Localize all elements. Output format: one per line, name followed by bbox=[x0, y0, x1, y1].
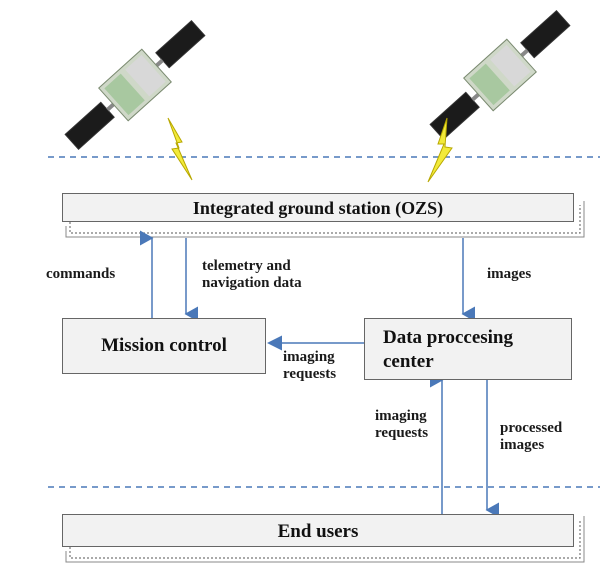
mission-control-box: Mission control bbox=[62, 318, 266, 374]
ground-station-box: Integrated ground station (OZS) bbox=[62, 193, 574, 222]
end-users-box: End users bbox=[62, 514, 574, 547]
end-users-shadow bbox=[69, 520, 581, 559]
label-images: images bbox=[487, 266, 532, 282]
label-processed-images: processed images bbox=[500, 420, 563, 454]
data-processing-center-box: Data proccesing center bbox=[364, 318, 572, 380]
end-users-label: End users bbox=[277, 521, 359, 542]
lightning-bolt-icon bbox=[427, 117, 453, 183]
satellite-icon-right bbox=[429, 9, 571, 141]
label-telemetry: telemetry and navigation data bbox=[202, 258, 302, 292]
ground-station-shadow bbox=[69, 205, 581, 234]
data-center-label-line1: Data proccesing bbox=[383, 327, 513, 348]
ground-station-label: Integrated ground station (OZS) bbox=[192, 198, 444, 218]
label-imaging-requests-to-mc: imaging requests bbox=[283, 349, 337, 383]
data-center-label-line2: center bbox=[383, 351, 434, 372]
label-commands: commands bbox=[46, 266, 116, 282]
lightning-bolt-icon bbox=[167, 117, 193, 181]
mission-control-label: Mission control bbox=[101, 335, 227, 356]
satellite-icon-left bbox=[64, 19, 206, 151]
label-imaging-requests-from-users: imaging requests bbox=[375, 408, 429, 442]
